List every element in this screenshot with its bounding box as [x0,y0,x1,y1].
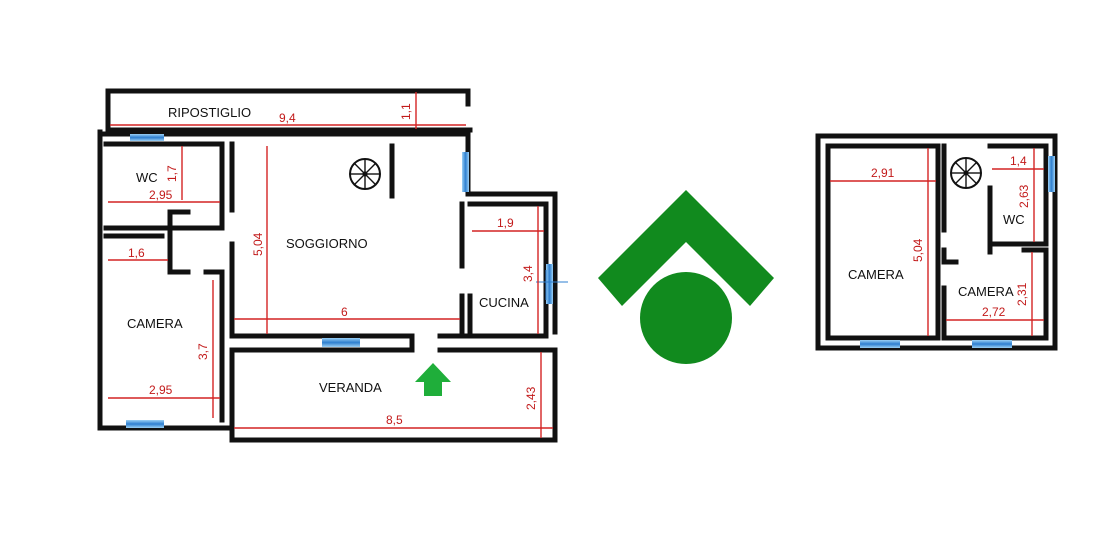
room-label-wc: WC [136,170,158,185]
window-right-wc [1048,156,1055,192]
wall-veranda [229,347,558,443]
spiral-staircase-icon [349,158,381,190]
up-arrow-icon [415,363,451,396]
dim-camera-height: 3,7 [196,343,210,360]
window-right-camera-small [972,340,1012,348]
dim-soggiorno-width: 6 [341,305,348,319]
wall-outer-main [97,129,235,431]
window-right-camera-big [860,340,900,348]
wall-living-left-low [229,241,415,349]
wall-cucina-inner [459,293,473,339]
walls-right [815,133,1058,351]
room-label-right-wc: WC [1003,212,1025,227]
wall-ripostiglio [105,88,473,133]
window-camera [126,420,164,428]
wall-right-wc [987,143,1049,247]
window-veranda-top [322,338,360,347]
dim-wc-height: 1,7 [165,165,179,182]
dim-right-camera-small-width: 2,72 [982,305,1006,319]
walls-left [97,88,558,443]
dimension-labels-left: 9,4 1,1 1,7 2,95 1,6 3,7 2,95 5,04 6 1,9… [128,103,538,427]
dim-right-camera-big-width: 2,91 [871,166,895,180]
spiral-staircase-icon [950,157,982,189]
dimension-lines-right [830,148,1044,336]
dim-right-camera-small-height: 2,31 [1015,282,1029,306]
windows-left [126,134,568,428]
dim-cucina-width: 1,9 [497,216,514,230]
logo-roof [598,190,774,306]
room-label-cucina: CUCINA [479,295,529,310]
wall-right-outer [815,133,1058,351]
room-labels-left: RIPOSTIGLIO WC SOGGIORNO CAMERA CUCINA V… [127,105,529,395]
dim-veranda-width: 8,5 [386,413,403,427]
room-label-ripostiglio: RIPOSTIGLIO [168,105,251,120]
dim-wc-width: 2,95 [149,188,173,202]
plan-right: CAMERA WC CAMERA 2,91 5,04 1,4 2,63 2,31… [815,133,1058,351]
wall-right-camera-big [825,143,941,341]
wall-top-living [97,131,558,335]
wall-camera-right [203,269,225,423]
room-label-soggiorno: SOGGIORNO [286,236,368,251]
wall-cucina-inner2 [467,201,549,339]
dim-right-wc-height: 2,63 [1017,184,1031,208]
dim-right-wc-width: 1,4 [1010,154,1027,168]
room-label-right-camera-small: CAMERA [958,284,1014,299]
dim-ripostiglio-depth: 1,1 [399,103,413,120]
wall-right-camera-small [941,247,1049,341]
wall-wc [103,141,225,231]
window-cucina [546,264,553,304]
dimension-lines-left [108,92,553,438]
room-labels-right: CAMERA WC CAMERA [848,212,1025,299]
windows-right [860,156,1055,348]
window-soggiorno-top [462,152,469,192]
dim-right-camera-big-height: 5,04 [911,238,925,262]
house-roof-logo [578,172,790,378]
wall-right-camera-small-top [941,247,959,265]
logo-circle [640,272,732,364]
dim-camera-width: 2,95 [149,383,173,397]
dim-veranda-height: 2,43 [524,386,538,410]
room-label-veranda: VERANDA [319,380,382,395]
wall-corridor [167,211,191,275]
room-label-right-camera-big: CAMERA [848,267,904,282]
room-label-camera: CAMERA [127,316,183,331]
dimension-labels-right: 2,91 5,04 1,4 2,63 2,31 2,72 [871,154,1031,319]
window-wc [130,134,164,141]
dim-soggiorno-height: 5,04 [251,232,265,256]
dim-ripostiglio-width: 9,4 [279,111,296,125]
dim-camera-top: 1,6 [128,246,145,260]
plan-left: RIPOSTIGLIO WC SOGGIORNO CAMERA CUCINA V… [97,88,568,443]
dim-cucina-height: 3,4 [521,265,535,282]
